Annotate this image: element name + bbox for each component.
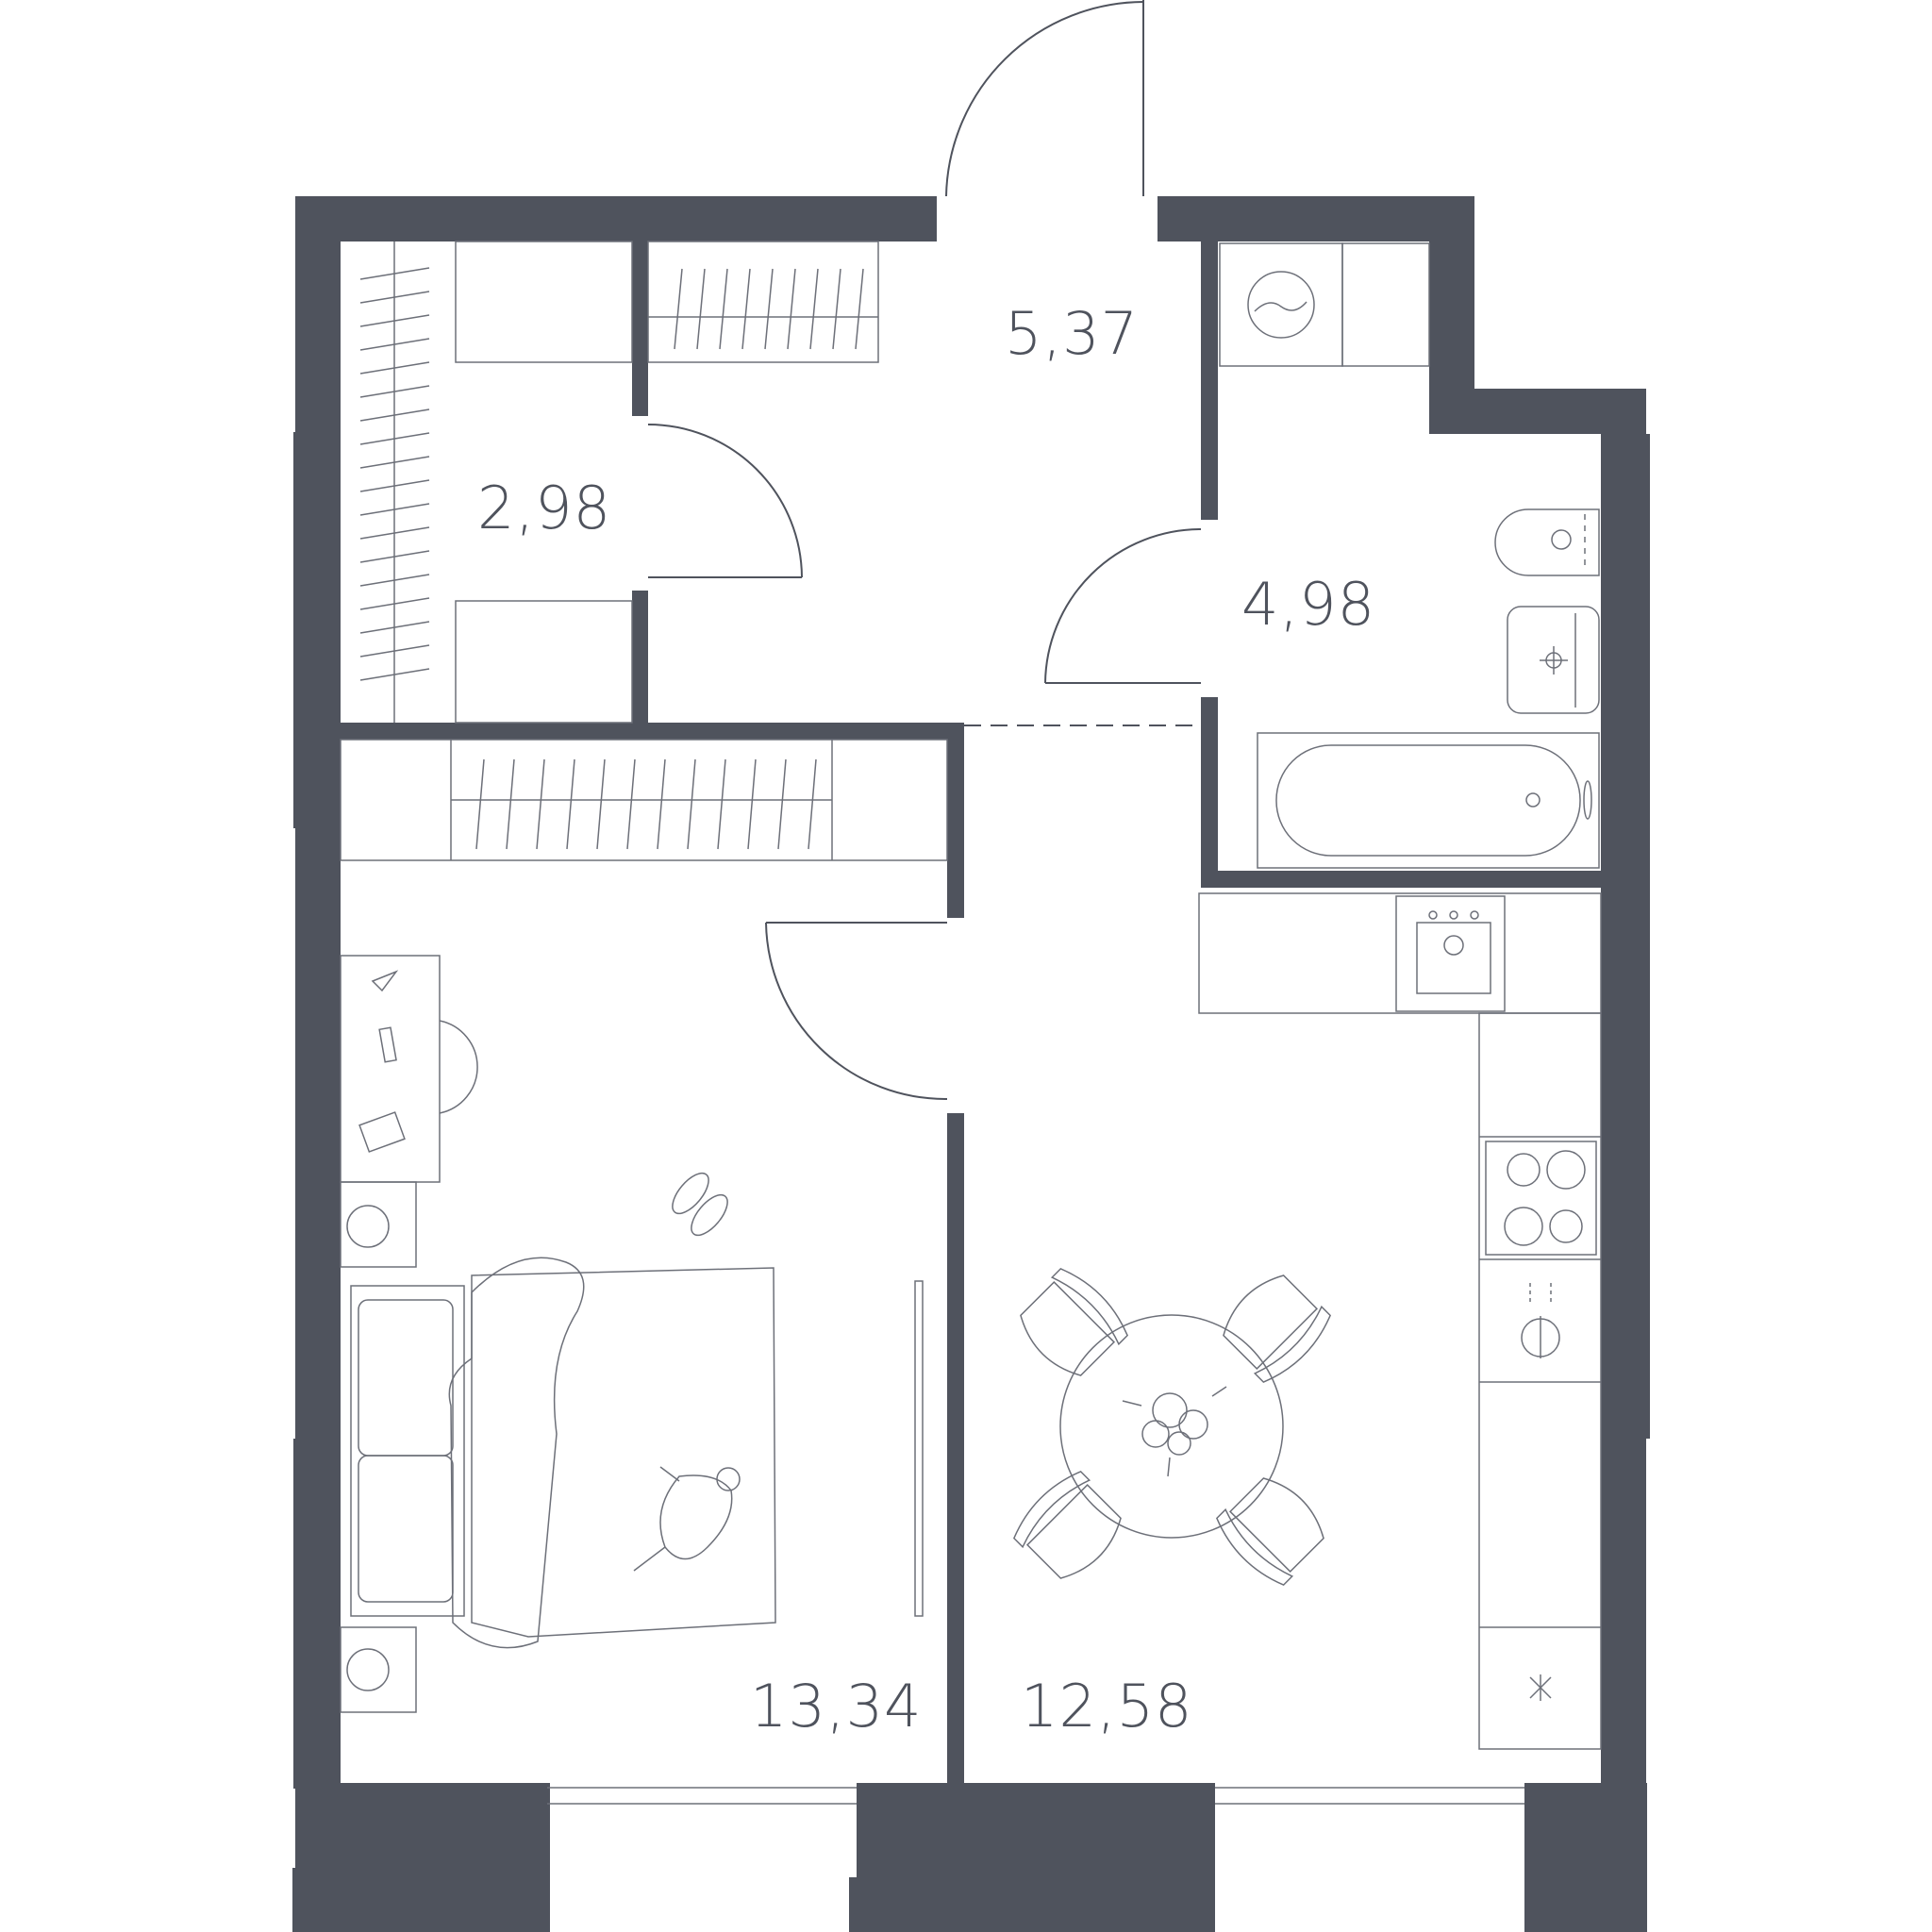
hanger-stroke [359,503,430,516]
hanger-stroke [747,758,757,850]
hanger-stroke [626,758,636,850]
faucet-icon [1521,1283,1560,1358]
hanger-stroke [566,758,575,850]
fridge-icon [1529,1674,1552,1701]
hanger-stroke [359,385,430,398]
chair [1216,1477,1324,1586]
dining-table-icon [1013,1268,1331,1586]
bedroom-wardrobe [340,739,948,861]
bathroom-door[interactable] [1044,528,1202,684]
hanger-stroke [359,456,430,469]
mirror-icon [914,1280,924,1617]
hanger-stroke [536,758,545,850]
hanger-stroke [359,338,430,351]
hanger-stroke [764,268,774,350]
bathtub-icon [1257,732,1600,869]
slippers-icon [672,1172,728,1237]
hanger-stroke [741,268,751,350]
cat-icon [633,1466,741,1572]
hanger-stroke [717,758,726,850]
washing-machine-icon [1219,242,1430,367]
kitchen-counter [1198,892,1602,1750]
hanger-stroke [359,668,430,681]
hanger-stroke [359,574,430,587]
hanger-stroke [777,758,787,850]
stove-icon [1485,1141,1597,1256]
hanger-stroke [359,291,430,304]
desk-icon [340,955,478,1183]
bed-icon [350,1257,776,1649]
walls [292,196,1650,1932]
toilet-icon [1494,508,1600,576]
hanger-stroke [359,267,430,280]
hanger-stroke [787,268,796,350]
hanger-stroke [359,408,430,422]
sink-icon [1507,606,1600,714]
chair [1013,1471,1122,1579]
hanger-stroke [359,526,430,540]
hanger-stroke [696,268,706,350]
room-area-bathroom: 4,98 [1241,570,1375,639]
hanger-stroke [808,758,817,850]
hanger-stroke [359,314,430,327]
entrance-door[interactable] [945,0,1144,197]
hanger-stroke [359,621,430,634]
room-area-bedroom: 13,34 [750,1672,923,1740]
heater-icon [340,1181,417,1713]
hanger-stroke [687,758,696,850]
flower-bouquet [1122,1386,1227,1477]
hanger-stroke [855,268,864,350]
hanger-stroke [719,268,728,350]
bedroom-door[interactable] [765,922,948,1101]
hanger-stroke [832,268,841,350]
hanger-stroke [809,268,819,350]
hanger-stroke [359,644,430,658]
hanger-stroke [674,268,683,350]
hanger-stroke [506,758,515,850]
kitchen-sink-icon [1395,895,1506,1012]
room-area-kitchen-living: 12,58 [1021,1672,1193,1740]
wardrobe-shelves [359,241,879,724]
chair [1223,1274,1331,1383]
hanger-stroke [657,758,666,850]
chair [1020,1268,1128,1376]
hanger-stroke [359,479,430,492]
hanger-stroke [359,432,430,445]
hanger-stroke [359,550,430,563]
wardrobe-door[interactable] [647,424,803,578]
hanger-stroke [359,361,430,375]
room-area-wardrobe: 2,98 [477,474,611,542]
hanger-stroke [475,758,485,850]
hanger-stroke [596,758,606,850]
hanger-stroke [359,597,430,610]
room-area-entrance-hall: 5,37 [1005,299,1139,368]
